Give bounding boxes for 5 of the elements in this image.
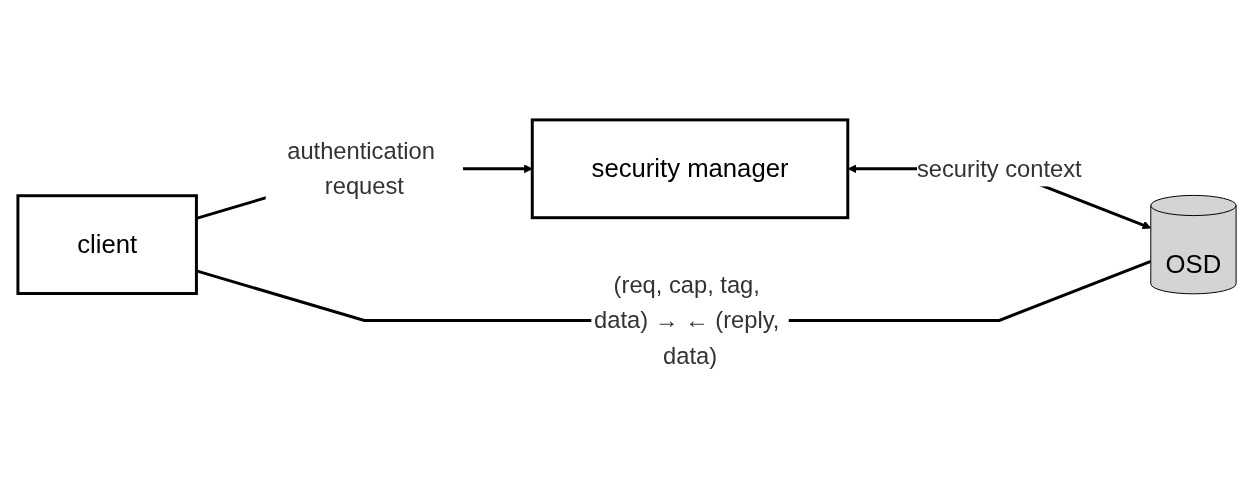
node-box: client: [16, 193, 198, 295]
node-box: security manager: [530, 118, 850, 219]
edge-label: security context: [916, 154, 1082, 182]
edge-label: (req, cap, tag, data) → ← (reply, data): [594, 270, 780, 369]
edge-label: authentication request: [287, 136, 435, 200]
